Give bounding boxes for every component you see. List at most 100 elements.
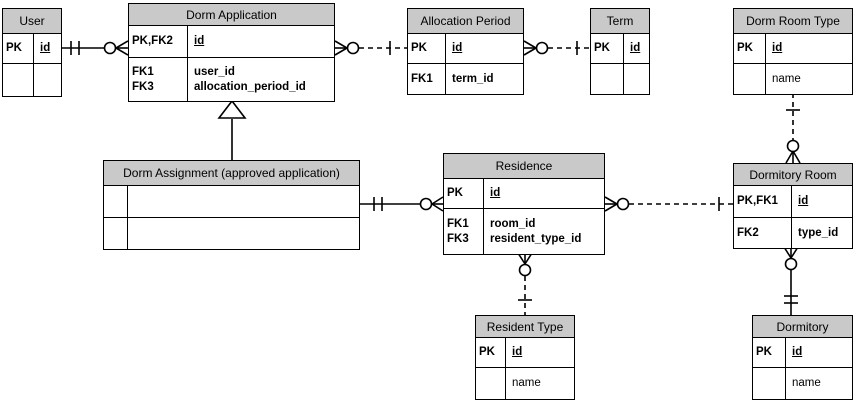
key-label: PK,FK1	[737, 195, 778, 207]
entity-title-allocation-period: Allocation Period	[408, 9, 523, 34]
key-label: FK1	[447, 217, 469, 230]
entity-row	[591, 64, 649, 94]
relationship-dormitory-room-residence[interactable]	[604, 196, 733, 212]
attr-cell: id	[786, 338, 852, 367]
entity-row: PK id	[734, 34, 852, 64]
key-cell	[3, 64, 34, 96]
attribute-foreign-key: allocation_period_id	[194, 80, 306, 93]
key-cell: PK,FK2	[129, 26, 188, 57]
entity-title-term: Term	[591, 9, 649, 34]
entity-dorm-assignment[interactable]: Dorm Assignment (approved application)	[103, 160, 360, 250]
key-cell: PK	[591, 34, 624, 63]
key-cell: PK	[476, 338, 506, 367]
key-cell: FK1	[408, 64, 446, 94]
attr-cell	[34, 64, 61, 96]
entity-title-dormitory: Dormitory	[753, 316, 852, 338]
attr-cell: user_id allocation_period_id	[188, 58, 334, 101]
key-cell: PK	[753, 338, 786, 367]
attr-cell: id	[188, 26, 334, 57]
entity-title-residence: Residence	[444, 154, 604, 179]
attribute-plain: name	[792, 377, 821, 389]
relationship-resident-type-residence[interactable]	[517, 252, 533, 315]
attribute-primary-key: id	[40, 42, 51, 54]
attribute-primary-key: id	[490, 187, 501, 199]
key-cell	[104, 186, 128, 217]
attribute-primary-key: id	[798, 195, 809, 207]
attr-cell: id	[34, 34, 61, 63]
attr-cell: id	[624, 34, 649, 63]
entity-row: PK id	[476, 338, 574, 368]
entity-row: PK id	[444, 179, 604, 209]
attr-cell: name	[786, 368, 852, 399]
attribute-primary-key: id	[194, 35, 205, 47]
key-cell	[753, 368, 786, 399]
relationship-dorm-room-type-dormitory-room[interactable]	[785, 93, 801, 164]
entity-row: name	[734, 64, 852, 94]
attribute-primary-key: id	[630, 42, 641, 54]
entity-title-user: User	[3, 9, 61, 34]
entity-row: PK,FK2 id	[129, 26, 334, 58]
attribute-primary-key: id	[792, 346, 803, 358]
key-cell: PK,FK1	[734, 186, 792, 217]
attribute-foreign-key: resident_type_id	[490, 232, 582, 245]
key-label: PK	[756, 346, 772, 358]
entity-row: PK id	[3, 34, 61, 64]
key-label: FK1	[411, 72, 433, 85]
entity-title-dormitory-room: Dormitory Room	[734, 164, 852, 186]
entity-row: PK id	[591, 34, 649, 64]
attribute-primary-key: id	[452, 42, 463, 54]
attr-cell: name	[766, 64, 852, 94]
relationship-dorm-assignment-residence[interactable]	[360, 196, 444, 212]
relationship-user-dorm-application[interactable]	[62, 40, 129, 56]
entity-row	[104, 218, 359, 249]
attr-cell: id	[766, 34, 852, 63]
attr-cell: name	[506, 368, 574, 399]
key-label: FK3	[132, 80, 154, 93]
key-label: PK	[6, 42, 22, 54]
attribute-primary-key: id	[772, 42, 783, 54]
key-cell: PK	[444, 179, 484, 208]
relationship-term-allocation-period[interactable]	[523, 40, 590, 56]
key-cell: FK2	[734, 218, 792, 248]
entity-title-dorm-assignment: Dorm Assignment (approved application)	[104, 161, 359, 186]
key-cell: PK	[734, 34, 766, 63]
attr-cell: type_id	[792, 218, 852, 248]
attribute-primary-key: id	[512, 346, 523, 358]
key-label: PK,FK2	[132, 35, 173, 47]
attribute-foreign-key: room_id	[490, 217, 536, 230]
attribute-foreign-key: user_id	[194, 65, 235, 78]
attr-cell	[128, 218, 359, 249]
entity-title-dorm-room-type: Dorm Room Type	[734, 9, 852, 34]
relationship-allocation-period-dorm-application[interactable]	[334, 40, 407, 56]
entity-title-resident-type: Resident Type	[476, 316, 574, 338]
attr-cell: room_id resident_type_id	[484, 209, 604, 254]
entity-row: name	[753, 368, 852, 399]
attr-cell	[128, 186, 359, 217]
attr-cell: id	[446, 34, 523, 63]
attr-cell: id	[484, 179, 604, 208]
key-cell: PK	[3, 34, 34, 63]
key-label: FK3	[447, 232, 469, 245]
relationship-dorm-application-dorm-assignment-subtype[interactable]	[217, 99, 247, 160]
entity-row: name	[476, 368, 574, 399]
attr-cell: id	[792, 186, 852, 217]
attribute-plain: name	[772, 72, 801, 85]
attr-cell: id	[506, 338, 574, 367]
relationship-dormitory-dormitory-room[interactable]	[783, 246, 799, 315]
key-cell	[476, 368, 506, 399]
entity-title-dorm-application: Dorm Application	[129, 4, 334, 26]
